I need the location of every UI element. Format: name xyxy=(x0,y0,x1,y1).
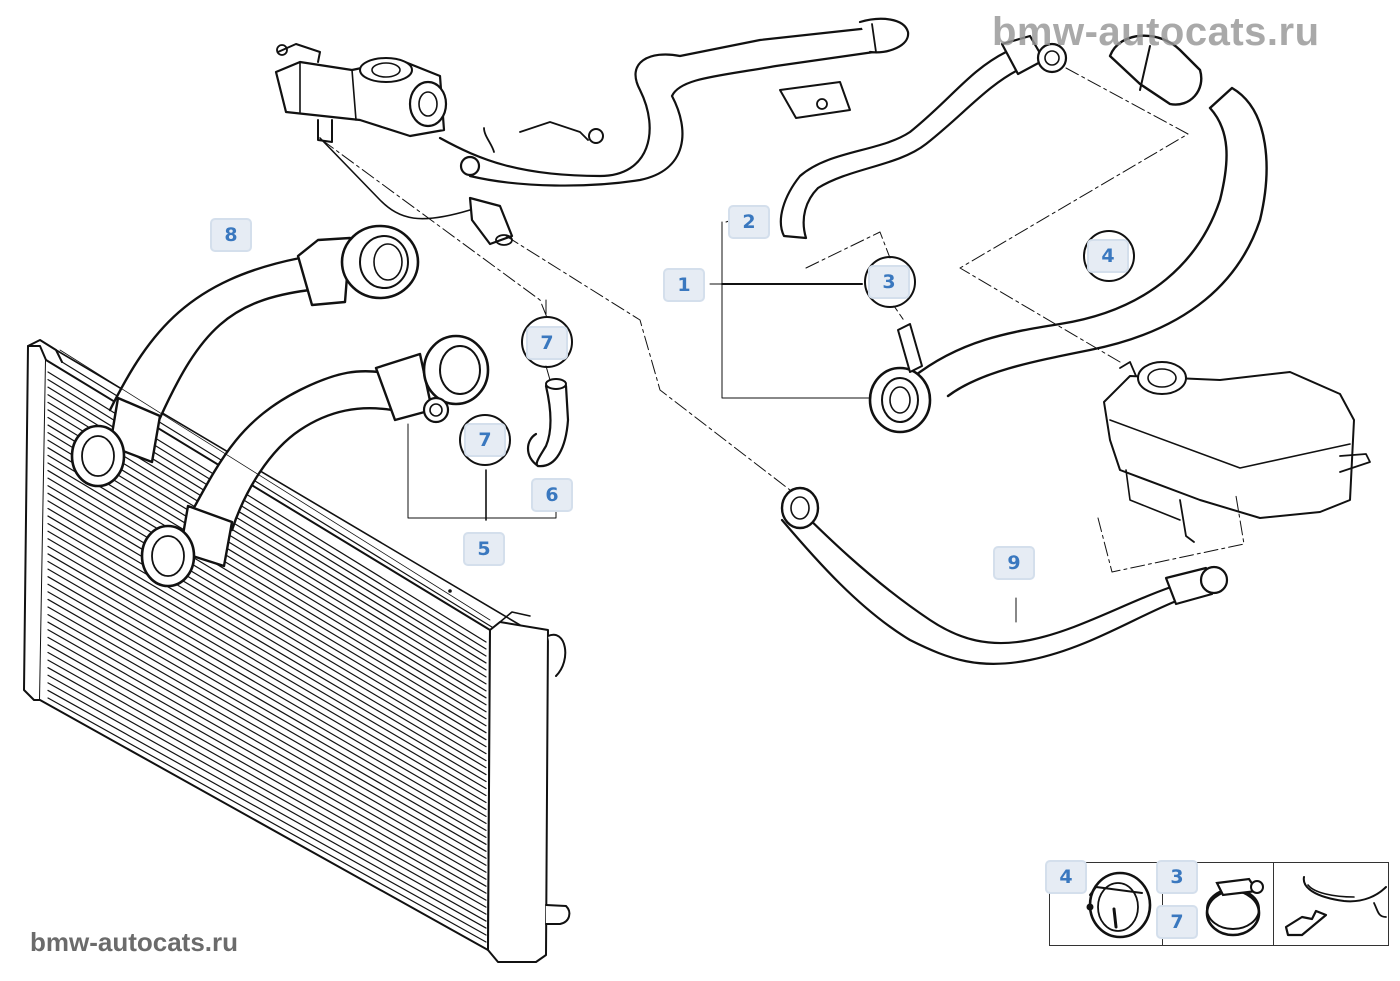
callout-3[interactable]: 3 xyxy=(868,265,910,299)
callout-6[interactable]: 6 xyxy=(531,478,573,512)
watermark-top: bmw-autocats.ru xyxy=(992,10,1320,54)
radiator-fin xyxy=(47,477,487,741)
radiator-fin xyxy=(47,614,487,866)
expansion-tank[interactable] xyxy=(1103,361,1371,543)
front-bumper-arrow-icon xyxy=(1284,876,1387,937)
radiator[interactable] xyxy=(23,339,571,963)
legend-panel-direction xyxy=(1273,862,1389,946)
radiator-fin xyxy=(47,485,487,748)
radiator-fin xyxy=(47,659,487,908)
radiator-fin xyxy=(47,636,487,887)
radiator-fin xyxy=(47,568,487,824)
legend-label-3[interactable]: 3 xyxy=(1156,860,1198,894)
radiator-fin xyxy=(47,621,487,873)
callout-5[interactable]: 5 xyxy=(463,532,505,566)
radiator-fin xyxy=(47,667,487,915)
radiator-fin xyxy=(47,462,487,727)
radiator-fin xyxy=(47,629,487,880)
legend-label-4[interactable]: 4 xyxy=(1045,860,1087,894)
radiator-fin xyxy=(47,432,487,699)
radiator-fin xyxy=(47,507,487,769)
upper-coolant-hose[interactable] xyxy=(438,17,910,187)
radiator-hose[interactable] xyxy=(70,224,420,488)
thermostat-housing[interactable] xyxy=(274,43,448,143)
radiator-fin xyxy=(47,538,487,797)
radiator-fin xyxy=(47,439,487,706)
radiator-fin xyxy=(47,560,487,818)
radiator-fin xyxy=(47,553,487,811)
callout-7a[interactable]: 7 xyxy=(526,326,568,360)
radiator-fin xyxy=(47,697,487,943)
callout-1[interactable]: 1 xyxy=(663,268,705,302)
radiator-fin xyxy=(47,606,487,859)
small-hose[interactable] xyxy=(526,378,570,468)
vent-hose[interactable] xyxy=(779,34,1068,240)
radiator-fin xyxy=(47,469,487,734)
radiator-fin xyxy=(47,492,487,755)
callout-2[interactable]: 2 xyxy=(728,205,770,239)
radiator-to-thermostat-hose[interactable] xyxy=(868,34,1268,434)
radiator-fin xyxy=(47,576,487,831)
radiator-fin xyxy=(47,674,487,922)
radiator-fin xyxy=(47,682,487,929)
radiator-fin xyxy=(47,530,487,790)
expansion-tank-hose[interactable] xyxy=(780,486,1229,666)
radiator-fin xyxy=(47,651,487,901)
radiator-fin xyxy=(47,523,487,783)
bypass-hose-stub[interactable] xyxy=(319,137,514,246)
legend-panel-connector xyxy=(1049,862,1163,946)
quick-connector-icon xyxy=(1086,871,1152,939)
leader-lines xyxy=(59,67,1245,623)
legend-label-7[interactable]: 7 xyxy=(1156,905,1198,939)
radiator-fin xyxy=(47,500,487,762)
callout-4[interactable]: 4 xyxy=(1087,239,1129,273)
radiator-fin xyxy=(47,447,487,713)
radiator-fin xyxy=(47,689,487,936)
radiator-fin xyxy=(47,644,487,894)
radiator-fin xyxy=(47,454,487,720)
radiator-fin xyxy=(47,591,487,845)
radiator-fin xyxy=(47,583,487,838)
hose-clamp-icon xyxy=(1205,877,1264,937)
lower-radiator-hose[interactable] xyxy=(140,334,490,588)
radiator-fin xyxy=(47,545,487,804)
callout-8[interactable]: 8 xyxy=(210,218,252,252)
callout-9[interactable]: 9 xyxy=(993,546,1035,580)
radiator-fin xyxy=(47,598,487,852)
legend-panel-clamp xyxy=(1162,862,1274,946)
callout-7b[interactable]: 7 xyxy=(464,423,506,457)
watermark-bottom: bmw-autocats.ru xyxy=(30,927,239,957)
radiator-fin xyxy=(47,515,487,776)
